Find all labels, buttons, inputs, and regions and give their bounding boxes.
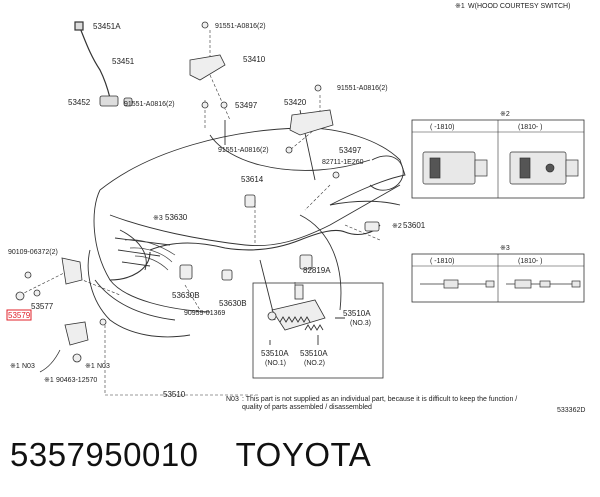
label-53420: 53420	[284, 98, 307, 107]
panel3-cable-images	[420, 279, 581, 289]
highlight-box	[6, 309, 32, 321]
label-53510a-no2: 53510A	[300, 349, 328, 358]
label-53510a-no2-suffix: (NO.2)	[304, 360, 325, 367]
panel2-switch-images	[422, 151, 579, 185]
label-53410: 53410	[243, 55, 266, 64]
label-53510a-no1: 53510A	[261, 349, 289, 358]
label-90463: 90463-12570	[56, 377, 97, 384]
panel3-col1: ( -1810)	[430, 258, 455, 265]
label-91551-top: 91551-A0816(2)	[215, 23, 266, 30]
label-53510a-no1-suffix: (NO.1)	[265, 360, 286, 367]
label-53510a-no3: 53510A	[343, 309, 371, 318]
label-53497a: 53497	[235, 101, 258, 110]
label-n03-left: N03	[22, 363, 35, 370]
part-title: 5357950010 TOYOTA	[10, 436, 399, 474]
hood-release-cable	[109, 224, 381, 281]
label-53579-highlighted[interactable]: 53579	[8, 311, 31, 320]
hood-support-rod	[74, 21, 111, 99]
label-53614: 53614	[241, 175, 264, 184]
label-90959: 90959-01369	[184, 310, 225, 317]
footnote-line2: quality of parts assembled / disassemble…	[242, 404, 372, 411]
footnote-key: N03	[226, 396, 239, 403]
panel3-col2: (1810- )	[518, 258, 543, 265]
label-53630: 53630	[165, 213, 188, 222]
hood-hinge-left	[189, 21, 228, 109]
label-91551-left: 91551-A0816(2)	[124, 101, 175, 108]
label-91551-mid: 91551-A0816(2)	[218, 147, 269, 154]
label-82819a: 82819A	[303, 266, 331, 275]
label-53452: 53452	[68, 98, 91, 107]
label-n03-left-key: ※1	[10, 363, 20, 370]
label-90109: 90109-06372(2)	[8, 249, 58, 256]
label-53630-note: ※3	[153, 215, 163, 222]
hood-lock-assembly	[15, 257, 107, 373]
label-n03-right: N03	[97, 363, 110, 370]
panel3-key: ※3	[500, 245, 510, 252]
label-53577: 53577	[31, 302, 54, 311]
label-53510: 53510	[163, 390, 186, 399]
label-n03-right-key: ※1	[85, 363, 95, 370]
label-91551-right: 91551-A0816(2)	[337, 85, 388, 92]
label-53601: 53601	[403, 221, 426, 230]
panel2-col1: ( -1810)	[430, 124, 455, 131]
label-53630b-2: 53630B	[219, 299, 247, 308]
cable-connector	[179, 194, 380, 281]
footnote-line1: : This part is not supplied as an indivi…	[242, 396, 517, 403]
hood-hinge-right	[285, 84, 340, 179]
panel2-key: ※2	[500, 111, 510, 118]
hood-lock-inset: 53510A (NO.3) 53510A (NO.1) 53510A (NO.2…	[252, 282, 384, 379]
panel2-col2: (1810- )	[518, 124, 543, 131]
header-note-text: W(HOOD COURTESY SWITCH)	[468, 3, 570, 10]
headlight-grille	[124, 239, 176, 271]
brand-name: TOYOTA	[235, 436, 372, 473]
label-82711: 82711-1E260	[322, 159, 364, 166]
part-number: 5357950010	[10, 436, 199, 473]
car-body-outline	[87, 109, 406, 338]
label-53497b: 53497	[339, 146, 362, 155]
variant-panel-3: ※3 ( -1810) (1810- )	[411, 245, 585, 303]
label-53451: 53451	[112, 57, 135, 66]
label-53510a-no3-suffix: (NO.3)	[350, 320, 371, 327]
part-labels: 53451A 53451 53452 91551-A0816(2) 53410 …	[6, 22, 426, 399]
label-90463-key: ※1	[44, 377, 54, 384]
label-53451a: 53451A	[93, 22, 121, 31]
hood-rod-clip	[99, 95, 133, 107]
label-53601-note: ※2	[392, 223, 402, 230]
variant-panel-2: ※2 ( -1810) (1810- )	[411, 111, 585, 199]
header-note-key: ※1	[455, 3, 465, 10]
label-53630b-1: 53630B	[172, 291, 200, 300]
diagram-id: 533362D	[557, 407, 585, 414]
